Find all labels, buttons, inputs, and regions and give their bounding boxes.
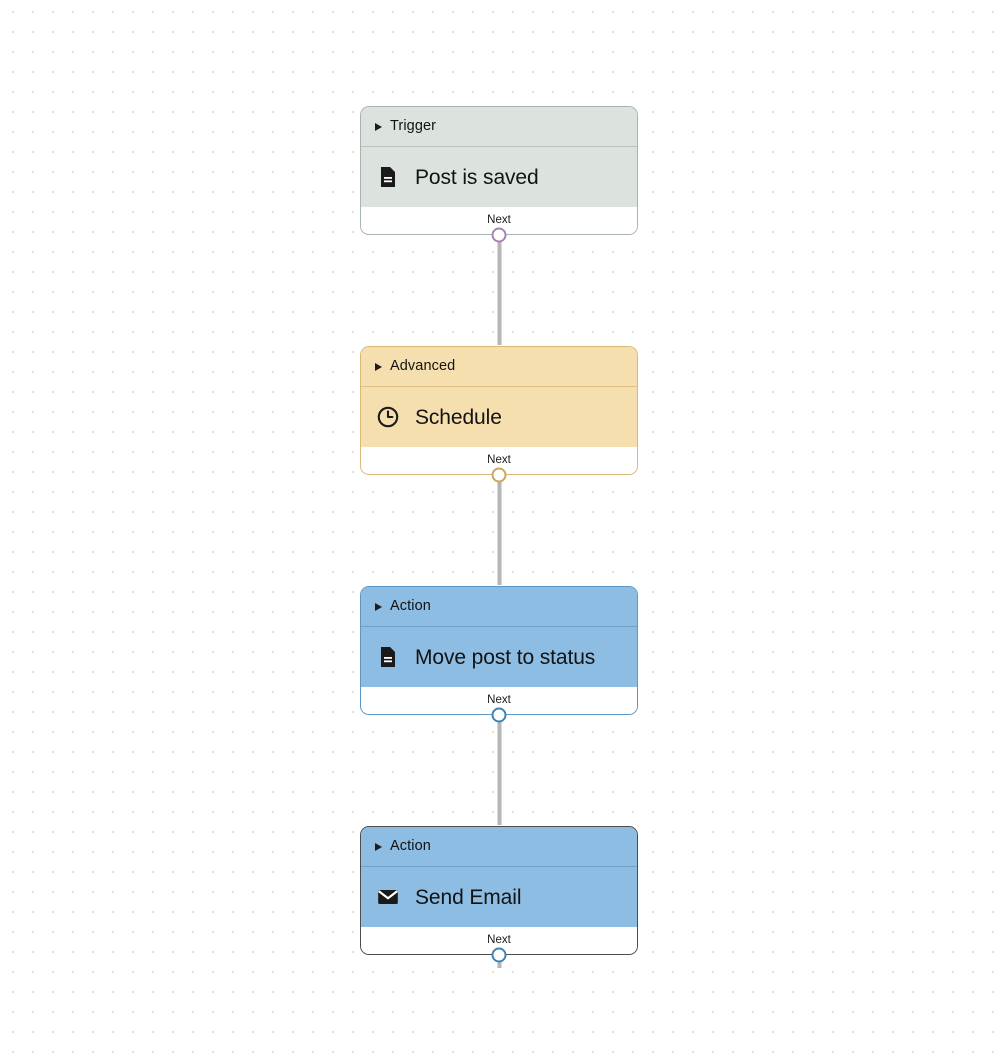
chevron-right-icon[interactable]: [375, 362, 382, 371]
output-port-advanced[interactable]: [491, 467, 507, 483]
output-port-trigger[interactable]: [491, 227, 507, 243]
workflow-node-trigger[interactable]: Trigger Post is saved Next: [360, 106, 638, 243]
node-body-action-move-post[interactable]: Move post to status: [361, 627, 637, 687]
node-category-label: Trigger: [390, 118, 437, 135]
envelope-icon: [375, 884, 401, 910]
node-title: Schedule: [415, 405, 502, 429]
node-header-trigger[interactable]: Trigger: [361, 107, 637, 147]
node-category-label: Action: [390, 838, 431, 855]
output-port-action-move-post[interactable]: [491, 707, 507, 723]
node-body-trigger[interactable]: Post is saved: [361, 147, 637, 207]
node-title: Send Email: [415, 885, 522, 909]
node-next-label: Next: [487, 693, 511, 706]
chevron-right-icon[interactable]: [375, 842, 382, 851]
workflow-node-action-send-email[interactable]: Action Send Email Next: [360, 826, 638, 963]
output-port-action-send-email[interactable]: [491, 947, 507, 963]
node-body-advanced[interactable]: Schedule: [361, 387, 637, 447]
chevron-right-icon[interactable]: [375, 122, 382, 131]
workflow-node-advanced[interactable]: Advanced Schedule Next: [360, 346, 638, 483]
node-header-action-move-post[interactable]: Action: [361, 587, 637, 627]
node-body-action-send-email[interactable]: Send Email: [361, 867, 637, 927]
node-category-label: Action: [390, 598, 431, 615]
workflow-node-action-move-post[interactable]: Action Move post to status Next: [360, 586, 638, 723]
node-header-advanced[interactable]: Advanced: [361, 347, 637, 387]
node-category-label: Advanced: [390, 358, 456, 375]
clock-icon: [375, 404, 401, 430]
node-next-label: Next: [487, 933, 511, 946]
chevron-right-icon[interactable]: [375, 602, 382, 611]
node-next-label: Next: [487, 213, 511, 226]
document-icon: [375, 164, 401, 190]
node-title: Move post to status: [415, 645, 596, 669]
node-next-label: Next: [487, 453, 511, 466]
node-header-action-send-email[interactable]: Action: [361, 827, 637, 867]
node-title: Post is saved: [415, 165, 539, 189]
document-icon: [375, 644, 401, 670]
